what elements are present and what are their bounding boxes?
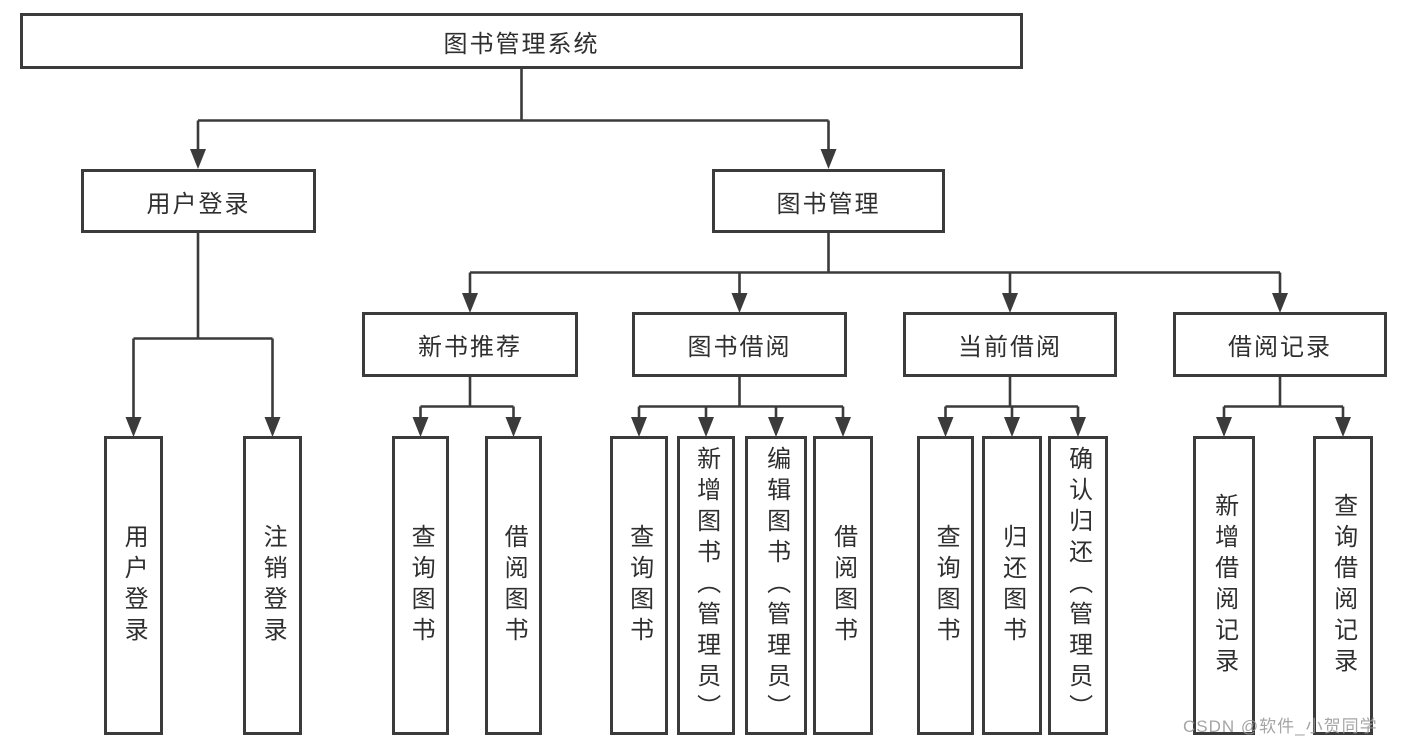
leaf-borrow-books-recommend-label: 借阅图书	[500, 523, 528, 648]
leaf-borrow-books-recommend: 借阅图书	[485, 436, 542, 735]
node-current-borrow-label: 当前借阅	[958, 334, 1062, 361]
leaf-add-borrow-record: 新增借阅记录	[1193, 436, 1255, 735]
leaf-add-borrow-record-label: 新增借阅记录	[1210, 492, 1238, 679]
node-new-book-recommend: 新书推荐	[362, 312, 578, 377]
leaf-borrow-books-label: 借阅图书	[829, 523, 857, 648]
leaf-borrow-books: 借阅图书	[813, 436, 873, 735]
leaf-query-books-current: 查询图书	[917, 436, 974, 735]
node-root-label: 图书管理系统	[443, 30, 600, 58]
node-user-login-group: 用户登录	[81, 169, 316, 233]
node-book-borrow-label: 图书借阅	[687, 334, 792, 361]
leaf-query-books-recommend-label: 查询图书	[407, 523, 435, 648]
node-root-library-system: 图书管理系统	[20, 13, 1023, 69]
node-book-management: 图书管理	[712, 169, 945, 233]
leaf-confirm-return-admin: 确认归还（管理员）	[1048, 436, 1108, 735]
leaf-query-books-borrow-label: 查询图书	[625, 523, 653, 648]
leaf-confirm-return-admin-label: 确认归还（管理员）	[1064, 446, 1092, 725]
node-borrow-records-label: 借阅记录	[1228, 334, 1332, 361]
arrowheads	[125, 149, 1351, 437]
node-book-management-label: 图书管理	[776, 190, 881, 218]
leaf-user-login: 用户登录	[104, 436, 163, 735]
leaf-add-books-admin: 新增图书（管理员）	[677, 436, 735, 735]
leaf-add-books-admin-label: 新增图书（管理员）	[692, 446, 720, 725]
csdn-watermark: CSDN @软件_小贺同学	[1183, 717, 1378, 736]
leaf-user-login-label: 用户登录	[120, 523, 148, 648]
leaf-logout: 注销登录	[243, 436, 302, 735]
leaf-query-borrow-record: 查询借阅记录	[1313, 436, 1373, 735]
node-new-book-recommend-label: 新书推荐	[418, 334, 522, 361]
leaf-query-borrow-record-label: 查询借阅记录	[1329, 492, 1357, 679]
leaf-query-books-recommend: 查询图书	[392, 436, 449, 735]
leaf-edit-books-admin-label: 编辑图书（管理员）	[762, 446, 790, 725]
node-current-borrow: 当前借阅	[903, 312, 1117, 377]
node-user-login-group-label: 用户登录	[146, 190, 251, 218]
node-borrow-records: 借阅记录	[1173, 312, 1387, 377]
leaf-query-books-current-label: 查询图书	[932, 523, 960, 648]
node-book-borrow: 图书借阅	[632, 312, 847, 377]
leaf-return-books: 归还图书	[982, 436, 1042, 735]
leaf-query-books-borrow: 查询图书	[610, 436, 668, 735]
leaf-logout-label: 注销登录	[259, 523, 287, 648]
leaf-return-books-label: 归还图书	[998, 523, 1026, 648]
leaf-edit-books-admin: 编辑图书（管理员）	[745, 436, 807, 735]
